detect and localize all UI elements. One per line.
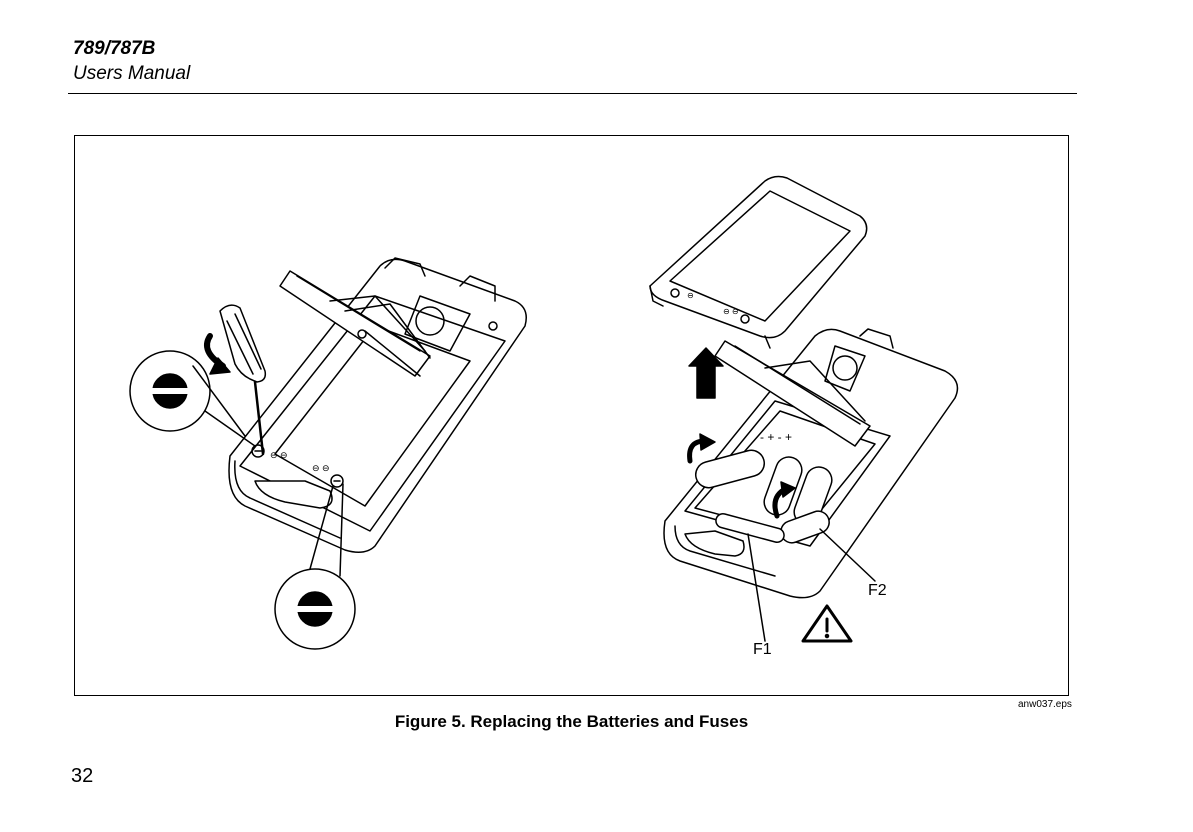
page-header-subtitle: Users Manual (73, 63, 191, 84)
meter-left (228, 257, 527, 553)
screwdriver-icon (219, 304, 267, 456)
up-arrow-icon (688, 347, 724, 399)
battery-door-open (279, 270, 431, 377)
figure-frame: ⊖ ⊖ ⊖ ⊖ (74, 135, 1069, 696)
callout-f1: F1 (753, 641, 772, 658)
svg-text:⊖ ⊖: ⊖ ⊖ (312, 463, 330, 473)
svg-text:⊖ ⊖: ⊖ ⊖ (723, 307, 739, 316)
page-header-model: 789/787B (73, 38, 156, 59)
fuse-f2 (819, 528, 876, 582)
battery-door-open-right (714, 340, 871, 447)
header-rule (68, 93, 1077, 94)
svg-text:- + - +: - + - + (760, 430, 792, 444)
svg-text:⊖: ⊖ (687, 291, 694, 300)
fuse-f1 (715, 513, 785, 642)
screw-left: ⊖ ⊖ ⊖ ⊖ (251, 444, 344, 488)
screw-detail-icon (129, 350, 356, 650)
rotate-arrow-icon (687, 433, 796, 519)
figure-caption: Figure 5. Replacing the Batteries and Fu… (394, 712, 749, 731)
battery-door-removed: ⊖ ⊖ ⊖ (649, 175, 868, 349)
rotate-arrow-icon (204, 333, 231, 375)
figure-source-file: anw037.eps (1018, 699, 1072, 710)
svg-text:⊖ ⊖: ⊖ ⊖ (270, 450, 288, 460)
callout-f2: F2 (868, 582, 887, 599)
warning-icon (801, 604, 853, 643)
page-number: 32 (71, 765, 94, 787)
figure-illustration: ⊖ ⊖ ⊖ ⊖ (129, 175, 959, 650)
